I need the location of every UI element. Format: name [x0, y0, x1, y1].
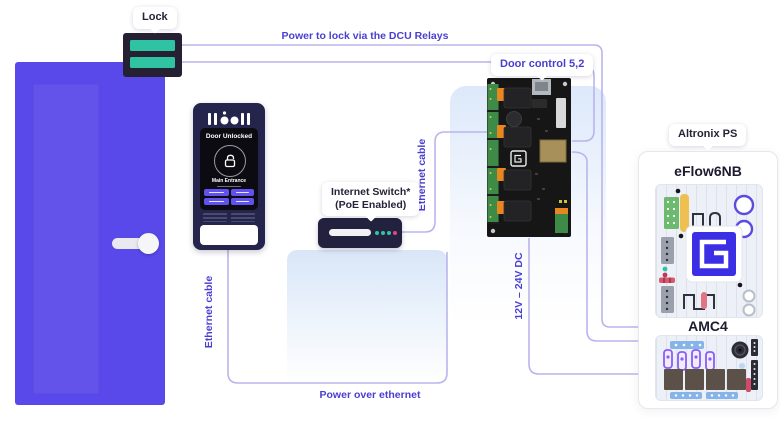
gold-module [539, 139, 567, 163]
altronix-callout: Altronix PS [669, 124, 747, 146]
line-power-to-lock [182, 44, 640, 328]
ring-small [742, 289, 756, 303]
switch-led [381, 231, 385, 235]
blue-terminal [706, 392, 738, 399]
purple-capacitors [663, 349, 715, 371]
poe-label: Power over ethernet [319, 389, 421, 401]
amc4-board-art [663, 339, 758, 399]
door-control-board [487, 78, 571, 237]
card-reader-area [200, 225, 258, 245]
door [15, 62, 165, 405]
screen-button [204, 198, 229, 205]
intercom-screen: Door Unlocked Main Entrance [200, 128, 258, 210]
unlock-ring [214, 145, 246, 177]
screen-button [231, 189, 254, 196]
terminal-block-bottom [555, 214, 568, 233]
purple-ring [733, 194, 755, 216]
fuse [659, 277, 675, 283]
intercom-screen-buttons [204, 189, 254, 205]
intercom-brand-logo [208, 111, 250, 125]
unlocked-padlock-icon [224, 154, 236, 168]
blue-terminal [670, 341, 704, 349]
altronix-callout-text: Altronix PS [678, 128, 738, 140]
gray-terminal [661, 286, 674, 313]
lock-device [123, 33, 182, 77]
screen-button [204, 189, 229, 196]
power-to-lock-label: Power to lock via the DCU Relays [281, 30, 449, 42]
board-logo-icon [510, 150, 527, 167]
g-maze-logo [699, 239, 729, 269]
ring-small [742, 303, 756, 317]
eflow-board-art [659, 188, 756, 317]
lock-bolt-bottom [130, 57, 175, 68]
gray-terminal [661, 237, 674, 264]
line-callout-to-board [572, 65, 595, 142]
fuse-vertical [701, 292, 707, 309]
line-board-to-psu [571, 151, 640, 342]
line-switch-to-board [402, 131, 488, 233]
dc-power-label: 12V – 24V DC [513, 252, 525, 320]
screen-button [231, 198, 254, 205]
switch-callout-line2: (PoE Enabled) [335, 199, 407, 212]
eflow-title: eFlow6NB [674, 163, 742, 179]
green-terminal [664, 197, 679, 229]
relays [503, 87, 532, 222]
intercom-location-text: Main Entrance [211, 178, 247, 184]
switch-slot [329, 229, 371, 236]
door-status-text: Door Unlocked [205, 133, 253, 140]
intercom-subtext-placeholder [217, 185, 241, 188]
switch-callout-line1: Internet Switch* [331, 186, 411, 198]
ethernet-cable-label-intercom: Ethernet cable [203, 275, 215, 349]
amc4-board [655, 335, 763, 401]
terminal-blocks-left [487, 84, 499, 224]
red-component [746, 378, 751, 392]
speaker-grille-left [203, 213, 227, 222]
door-panel [33, 84, 99, 394]
trace-top [692, 211, 721, 227]
line-dc-power [528, 238, 640, 375]
altronix-panel: eFlow6NB [638, 151, 778, 409]
door-control-callout-text: Door control 5,2 [500, 58, 585, 70]
door-control-callout: Door control 5,2 [491, 54, 594, 76]
amc4-title: AMC4 [688, 318, 728, 334]
door-handle-bar [112, 238, 152, 249]
lock-callout-text: Lock [142, 11, 168, 23]
internet-switch-device [318, 218, 402, 248]
switch-led [393, 231, 397, 235]
door-handle-knob [138, 233, 159, 254]
eflow-board [655, 184, 763, 318]
intercom-device: Door Unlocked Main Entrance [193, 103, 265, 250]
speaker-grille-right [231, 213, 255, 222]
capacitor [680, 194, 689, 232]
switch-led [387, 231, 391, 235]
blue-terminal [670, 392, 702, 399]
trace-bottom [683, 294, 715, 310]
board-sticker [556, 98, 566, 128]
line-intercom-to-switch [227, 250, 448, 384]
lock-callout: Lock [133, 7, 177, 29]
round-component [506, 111, 522, 127]
relay-blocks [664, 369, 746, 390]
switch-led [375, 231, 379, 235]
poe-gradient-panel [287, 250, 447, 384]
switch-callout: Internet Switch* (PoE Enabled) [322, 182, 420, 217]
lock-bolt-top [130, 40, 175, 51]
